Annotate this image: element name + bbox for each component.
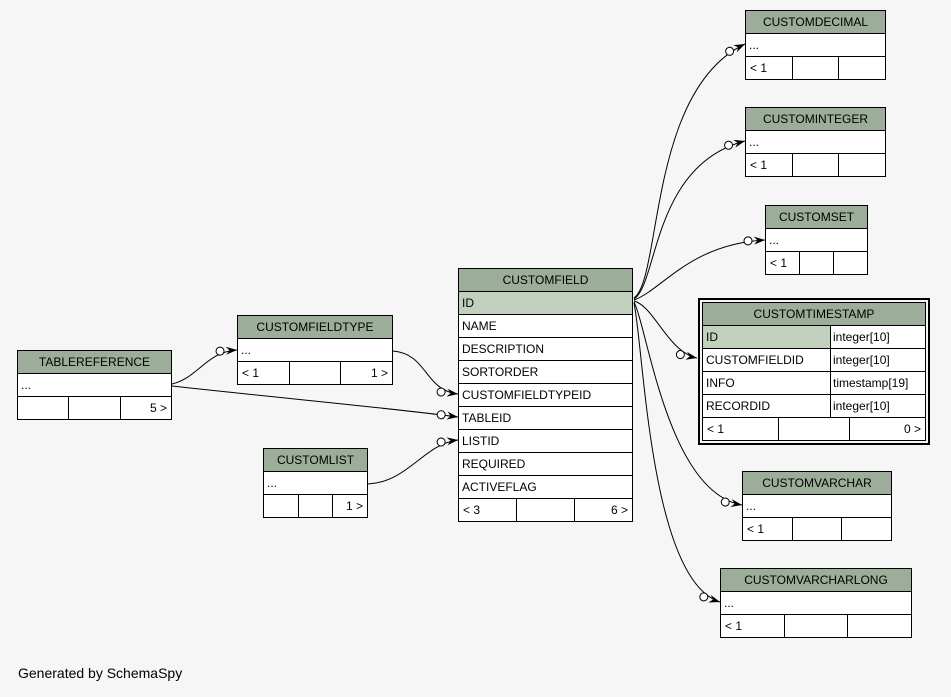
related-count: < 1 (703, 418, 779, 440)
related-count: < 3 (459, 499, 517, 521)
table-footer: < 1 (766, 252, 867, 274)
table-footer: < 1 0 > (703, 418, 925, 440)
related-count: < 1 (746, 57, 793, 79)
table-tablereference-header[interactable]: TABLEREFERENCE (18, 351, 171, 374)
table-footer: < 3 6 > (459, 499, 632, 521)
column-type: integer[10] (830, 349, 925, 371)
table-customdecimal-header[interactable]: CUSTOMDECIMAL (746, 11, 885, 34)
column-customfieldtypeid: CUSTOMFIELDTYPEID (459, 384, 632, 407)
table-row: ... (264, 472, 367, 495)
table-footer: < 1 (721, 615, 911, 637)
table-footer: 1 > (264, 495, 367, 517)
column-type: integer[10] (830, 395, 925, 417)
table-custominteger: CUSTOMINTEGER ... < 1 (745, 107, 886, 177)
rel-customfield-customdecimal (633, 43, 746, 299)
column-recordid: RECORDID integer[10] (703, 395, 925, 418)
table-customtimestamp-header[interactable]: CUSTOMTIMESTAMP (703, 303, 925, 326)
table-footer: < 1 (746, 57, 885, 79)
table-footer: < 1 1 > (238, 362, 392, 384)
table-customtimestamp: CUSTOMTIMESTAMP ID integer[10] CUSTOMFIE… (702, 302, 926, 441)
column-required: REQUIRED (459, 453, 632, 476)
related-count: < 1 (746, 154, 793, 176)
table-row: ... (18, 374, 171, 397)
table-row: ... (746, 131, 885, 154)
table-row: ... (766, 229, 867, 252)
table-customfieldtype: CUSTOMFIELDTYPE ... < 1 1 > (237, 315, 393, 385)
table-customfield-header[interactable]: CUSTOMFIELD (459, 269, 632, 292)
column-id: ID integer[10] (703, 326, 925, 349)
rel-customlist-customfield (367, 437, 459, 485)
table-customlist-header[interactable]: CUSTOMLIST (264, 449, 367, 472)
table-row: ... (746, 34, 885, 57)
column-info: INFO timestamp[19] (703, 372, 925, 395)
column-sortorder: SORTORDER (459, 361, 632, 384)
related-count: 6 > (610, 503, 628, 517)
related-count: 1 > (371, 366, 389, 380)
related-count: 1 > (346, 499, 364, 513)
table-customset: CUSTOMSET ... < 1 (765, 205, 868, 275)
rel-customfield-custominteger (633, 139, 746, 300)
column-description: DESCRIPTION (459, 338, 632, 361)
table-customlist: CUSTOMLIST ... 1 > (263, 448, 368, 518)
table-customdecimal: CUSTOMDECIMAL ... < 1 (745, 10, 886, 80)
table-customvarchar-header[interactable]: CUSTOMVARCHAR (743, 472, 891, 495)
column-tableid: TABLEID (459, 407, 632, 430)
table-customfieldtype-header[interactable]: CUSTOMFIELDTYPE (238, 316, 392, 339)
rel-tablereference-customfield (171, 385, 459, 420)
table-customset-header[interactable]: CUSTOMSET (766, 206, 867, 229)
column-name: NAME (459, 315, 632, 338)
table-row: ... (743, 495, 891, 518)
rel-tablereference-customfieldtype (171, 346, 238, 385)
column-activeflag: ACTIVEFLAG (459, 476, 632, 499)
column-listid: LISTID (459, 430, 632, 453)
table-row: ... (721, 592, 911, 615)
rel-customfield-customset (633, 236, 766, 301)
rel-customfield-customtimestamp (633, 300, 698, 360)
column-type: integer[10] (830, 326, 925, 348)
table-footer: < 1 (746, 154, 885, 176)
rel-customfieldtype-customfield (392, 350, 459, 397)
column-type: timestamp[19] (830, 372, 925, 394)
table-tablereference: TABLEREFERENCE ... 5 > (17, 350, 172, 420)
table-custominteger-header[interactable]: CUSTOMINTEGER (746, 108, 885, 131)
table-footer: < 1 (743, 518, 891, 540)
related-count: 5 > (149, 401, 167, 415)
table-customvarchar: CUSTOMVARCHAR ... < 1 (742, 471, 892, 541)
column-id: ID (459, 292, 632, 315)
generated-by-note: Generated by SchemaSpy (18, 665, 183, 681)
column-customfieldid: CUSTOMFIELDID integer[10] (703, 349, 925, 372)
table-customfield: CUSTOMFIELD ID NAME DESCRIPTION SORTORDE… (458, 268, 633, 522)
related-count: 0 > (903, 422, 921, 436)
table-customvarcharlong-header[interactable]: CUSTOMVARCHARLONG (721, 569, 911, 592)
table-row: ... (238, 339, 392, 362)
related-count: < 1 (766, 252, 800, 274)
table-customvarcharlong: CUSTOMVARCHARLONG ... < 1 (720, 568, 912, 638)
table-footer: 5 > (18, 397, 171, 419)
related-count: < 1 (743, 518, 793, 540)
related-count: < 1 (721, 615, 785, 637)
